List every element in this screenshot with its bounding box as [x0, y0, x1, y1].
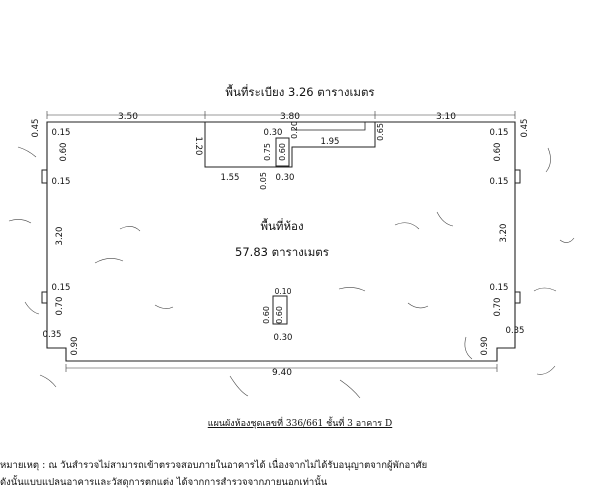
dim-top-right: 3.10: [436, 112, 456, 122]
dim-col-060: 0.60: [278, 143, 287, 161]
column-box: [275, 137, 290, 167]
dim-col-030-top: 0.30: [264, 128, 283, 138]
dim-pillar-030: 0.30: [274, 333, 293, 343]
right-wall-jogs: [515, 169, 521, 304]
dim-right-320: 3.20: [499, 224, 509, 243]
dim-left-060: 0.60: [59, 143, 69, 162]
top-dimension-line: [46, 111, 516, 119]
dim-step-195: 1.95: [321, 137, 340, 147]
note-line-2: ดังนั้นแบบแปลนอาคารและวัสดุการตกแต่ง ได้…: [0, 477, 328, 488]
balcony-bay: [204, 122, 376, 168]
dim-col-075: 0.75: [263, 143, 272, 161]
dim-right-035: 0.35: [506, 326, 525, 336]
dim-right-060: 0.60: [493, 143, 503, 162]
scribble-marks: [8, 146, 575, 399]
dim-left-015-a: 0.15: [52, 128, 71, 138]
dim-top-left: 3.50: [118, 112, 138, 122]
balcony-area-label: พื้นที่ระเบียง 3.26 ตารางเมตร: [225, 84, 374, 99]
dim-right-top-edge: 0.45: [520, 119, 530, 138]
dim-right-015-b: 0.15: [490, 177, 509, 187]
room-outline: [46, 121, 516, 362]
dim-bay-155: 1.55: [221, 173, 240, 183]
dim-right-015-c: 0.15: [490, 283, 509, 293]
dim-left-320: 3.20: [55, 227, 65, 246]
dim-step-065: 0.65: [376, 123, 385, 141]
dim-right-015-a: 0.15: [490, 128, 509, 138]
left-wall-jogs: [41, 122, 48, 304]
dim-pillar-060a: 0.60: [262, 306, 271, 324]
room-area-title: พื้นที่ห้อง: [260, 218, 303, 233]
dim-right-070: 0.70: [493, 298, 503, 317]
plan-caption: แผนผังห้องชุดเลขที่ 336/661 ชั้นที่ 3 อา…: [207, 419, 393, 429]
dim-col-020: 0.20: [290, 121, 299, 139]
dim-col-005: 0.05: [259, 172, 268, 190]
pillar-box: [272, 295, 288, 325]
dim-left-015-b: 0.15: [52, 177, 71, 187]
dim-bottom: 9.40: [272, 368, 292, 378]
dim-top-mid: 3.80: [280, 112, 300, 122]
dim-left-070: 0.70: [55, 297, 65, 316]
dim-left-035: 0.35: [43, 330, 62, 340]
step-line: [292, 122, 366, 131]
dim-bay-120: 1.20: [193, 137, 203, 156]
bottom-dimension-line: [65, 364, 498, 372]
dim-left-015-c: 0.15: [52, 283, 71, 293]
note-line-1: หมายเหตุ : ณ วันสำรวจไม่สามารถเข้าตรวจสอ…: [0, 460, 428, 471]
dim-left-top-edge: 0.45: [31, 119, 41, 138]
room-area-value: 57.83 ตารางเมตร: [235, 245, 329, 259]
dim-left-090: 0.90: [70, 337, 80, 356]
dim-pillar-top: 0.10: [275, 287, 292, 296]
dim-pillar-060b: 0.60: [275, 306, 284, 324]
dim-right-090: 0.90: [480, 337, 490, 356]
dim-col-030-bottom: 0.30: [276, 173, 295, 183]
